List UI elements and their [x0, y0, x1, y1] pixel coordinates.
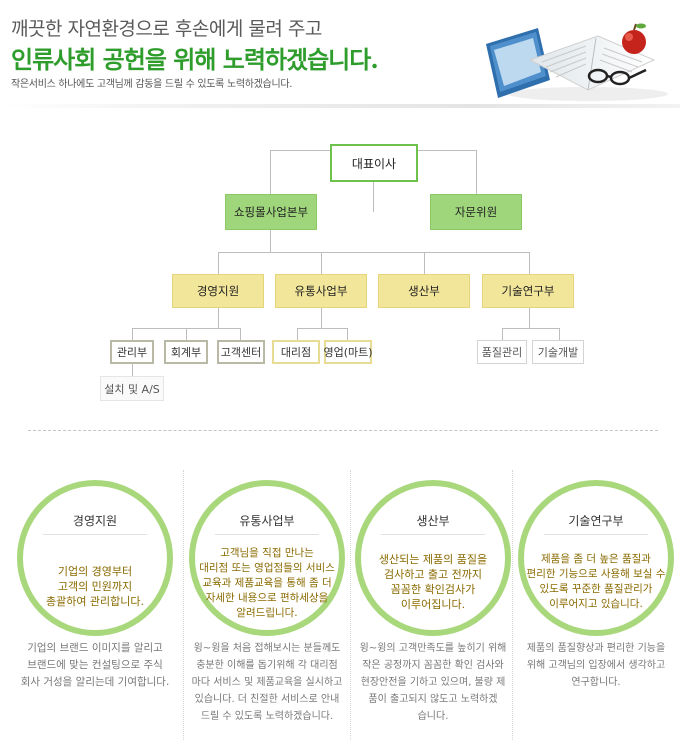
org-node-customer-center: 고객센터 [217, 340, 265, 364]
card-title-underline [544, 534, 648, 535]
card-summary: 제품을 좀 더 높은 품질과 편리한 기능으로 사용해 보실 수 있도록 꾸준한… [526, 553, 666, 610]
card-separator [350, 470, 351, 740]
dept-card-production: 생산부 생산되는 제품의 품질을 검사하고 출고 전까지 꼼꼼한 확인검사가 이… [352, 470, 512, 750]
org-node-production: 생산부 [378, 274, 470, 308]
connector [218, 252, 219, 274]
connector [559, 328, 560, 340]
connector [270, 150, 271, 194]
connector [218, 308, 219, 328]
connector [132, 328, 133, 340]
dept-card-distribution: 유통사업부 고객님을 직접 만나는 대리점 또는 영업점들의 서비스 교육과 제… [186, 470, 346, 750]
card-summary: 생산되는 제품의 품질을 검사하고 출고 전까지 꼼꼼한 확인검사가 이루어집니… [378, 553, 488, 611]
dept-card-management: 경영지원 기업의 경영부터 고객의 민원까지 총괄하여 관리합니다. 기업의 브… [14, 470, 174, 750]
card-separator [512, 470, 513, 740]
connector [373, 182, 374, 212]
card-summary: 고객님을 직접 만나는 대리점 또는 영업점들의 서비스 교육과 제품교육을 통… [199, 547, 335, 619]
connector [270, 150, 330, 151]
connector [502, 328, 503, 340]
card-circle: 기술연구부 제품을 좀 더 높은 품질과 편리한 기능으로 사용해 보실 수 있… [518, 480, 674, 636]
card-description: 윙~윙의 고객만족도를 높히기 위해 작은 공정까지 꼼꼼한 확인 검사와 현장… [359, 643, 507, 722]
card-separator [183, 470, 184, 740]
card-description: 기업의 브랜드 이미지를 알리고 브랜드에 맞는 컨설팅으로 주식 회사 거성을… [20, 642, 170, 688]
card-summary: 기업의 경영부터 고객의 민원까지 총괄하여 관리합니다. [45, 565, 145, 608]
org-node-accounting: 회계부 [164, 340, 208, 364]
org-node-research: 기술연구부 [482, 274, 574, 308]
org-node-admin: 관리부 [110, 340, 154, 364]
connector [347, 328, 348, 340]
org-node-tech-development: 기술개발 [532, 340, 584, 364]
card-title-underline [381, 534, 485, 535]
connector [321, 252, 322, 274]
org-node-sales-mart: 영업(마트) [323, 340, 373, 364]
header-divider [0, 104, 680, 108]
org-node-advisory: 자문위원 [430, 194, 522, 230]
section-divider [28, 430, 658, 431]
org-node-quality-control: 품질관리 [477, 340, 527, 364]
connector [502, 328, 560, 329]
connector [529, 252, 530, 274]
org-node-install-as: 설치 및 A/S [100, 376, 164, 401]
page-header: 깨끗한 자연환경으로 후손에게 물려 주고 인류사회 공헌을 위해 노력하겠습니… [0, 0, 680, 108]
org-node-ceo: 대표이사 [330, 144, 418, 182]
book-apple-glasses-image [486, 23, 668, 101]
org-node-agency: 대리점 [272, 340, 320, 364]
dept-card-research: 기술연구부 제품을 좀 더 높은 품질과 편리한 기능으로 사용해 보실 수 있… [515, 470, 675, 750]
org-node-shopping-division: 쇼핑몰사업본부 [225, 194, 317, 230]
header-subtitle: 작은서비스 하나에도 고객님께 감동을 드릴 수 있도록 노력하겠습니다. [11, 79, 293, 90]
connector [529, 308, 530, 328]
card-title-underline [215, 534, 319, 535]
card-title: 유통사업부 [239, 514, 295, 528]
connector [240, 328, 241, 340]
org-node-management-support: 경영지원 [172, 274, 264, 308]
connector [297, 328, 298, 340]
connector [424, 252, 425, 274]
connector [476, 150, 477, 194]
card-title: 기술연구부 [568, 514, 624, 528]
card-title-underline [43, 534, 147, 535]
header-title-line1: 깨끗한 자연환경으로 후손에게 물려 주고 [11, 18, 322, 40]
card-circle: 경영지원 기업의 경영부터 고객의 민원까지 총괄하여 관리합니다. [17, 480, 173, 636]
connector [418, 150, 476, 151]
connector [270, 230, 271, 252]
card-circle: 유통사업부 고객님을 직접 만나는 대리점 또는 영업점들의 서비스 교육과 제… [189, 480, 345, 636]
card-description: 제품의 품질향상과 편리한 기능을 위해 고객님의 입장에서 생각하고 연구합니… [526, 643, 666, 688]
card-title: 경영지원 [72, 514, 118, 528]
card-title: 생산부 [416, 514, 450, 528]
connector [132, 364, 133, 376]
connector [218, 252, 530, 253]
org-chart: 대표이사 쇼핑몰사업본부 자문위원 경영지원 유통사업부 생산부 기술연구부 관… [0, 108, 680, 418]
connector [186, 328, 187, 340]
card-circle: 생산부 생산되는 제품의 품질을 검사하고 출고 전까지 꼼꼼한 확인검사가 이… [355, 480, 511, 636]
connector [297, 328, 348, 329]
connector [321, 308, 322, 328]
header-title-line2: 인류사회 공헌을 위해 노력하겠습니다. [11, 45, 379, 74]
card-description: 윙~윙을 처음 접해보시는 분들께도 충분한 이해를 돕기위해 각 대리점 마다… [191, 643, 343, 722]
org-node-distribution: 유통사업부 [275, 274, 367, 308]
